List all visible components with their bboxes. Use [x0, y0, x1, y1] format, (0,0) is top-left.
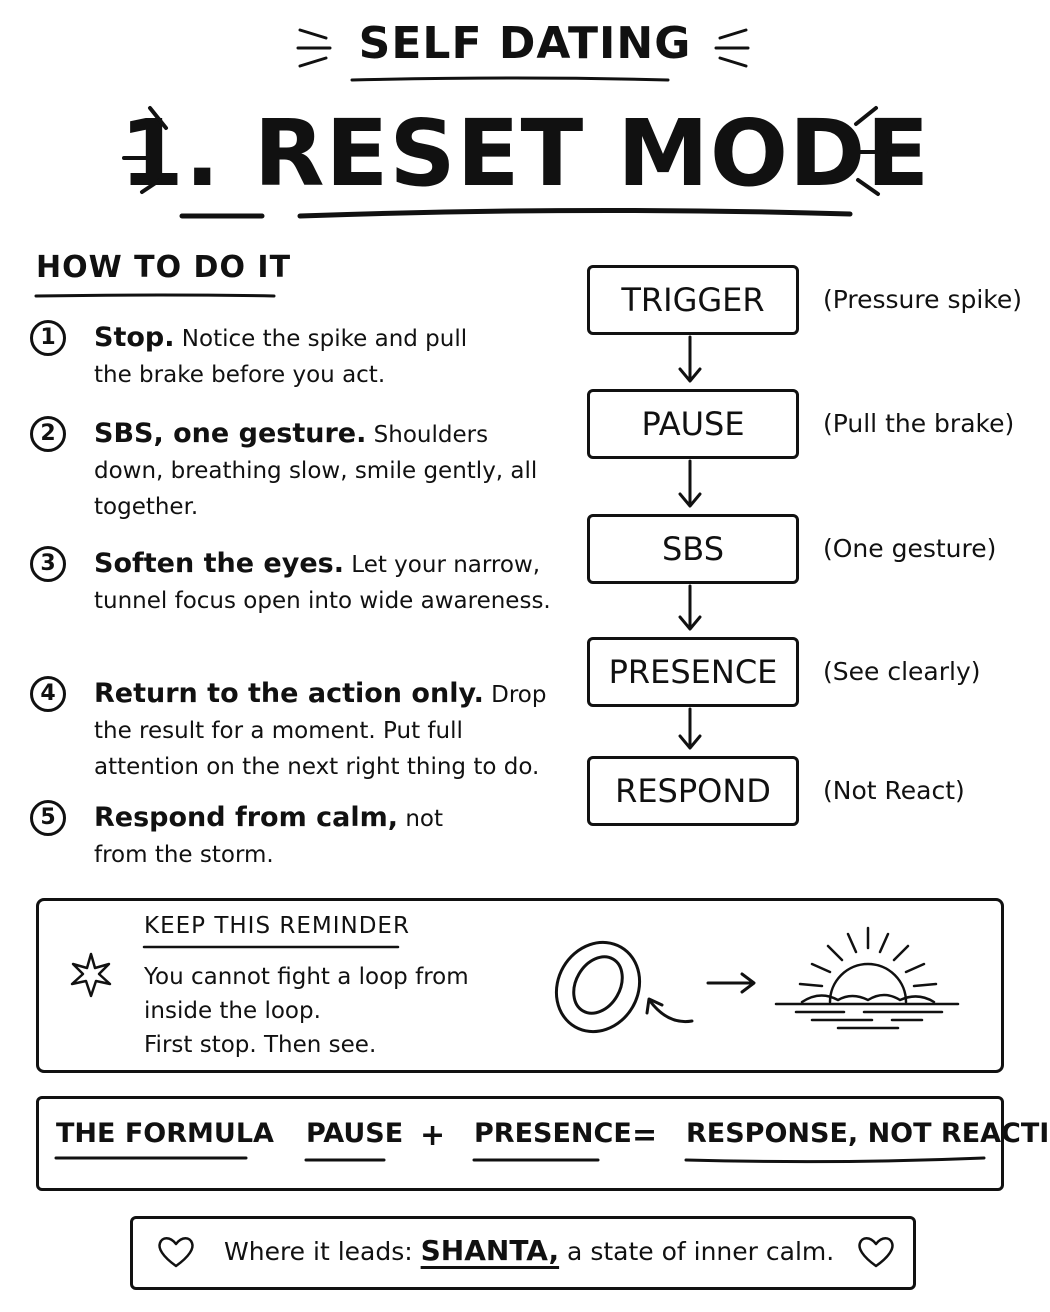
reminder-heading-underline	[142, 945, 400, 949]
step-1: 1 Stop. Notice the spike and pull the br…	[30, 320, 570, 393]
step-number: 2	[30, 416, 66, 452]
subtitle-decoration	[296, 28, 750, 82]
reminder-line: First stop. Then see.	[144, 1032, 377, 1058]
heart-icon	[858, 1237, 894, 1268]
loop-icon	[554, 940, 694, 1034]
step-number: 1	[30, 320, 66, 356]
step-body: Let your narrow, tunnel focus open into …	[94, 552, 551, 614]
step-body: Drop the result for a moment. Put full a…	[94, 682, 547, 780]
flow-note-pause: (Pull the brake)	[823, 409, 1015, 438]
formula-result: RESPONSE, NOT REACTION	[686, 1118, 1050, 1149]
step-body: not from the storm.	[94, 806, 443, 868]
title-decoration	[122, 106, 888, 219]
flow-arrows	[678, 335, 702, 750]
step-body: Shoulders down, breathing slow, smile ge…	[94, 422, 538, 520]
leads-prefix: Where it leads:	[224, 1237, 413, 1266]
heart-icon	[158, 1237, 194, 1268]
step-4: 4 Return to the action only. Drop the re…	[30, 676, 570, 785]
how-to-heading: HOW TO DO IT	[36, 250, 292, 285]
step-5: 5 Respond from calm, not from the storm.	[30, 800, 570, 873]
how-to-underline	[34, 293, 276, 298]
formula-box	[36, 1096, 1004, 1191]
leads-suffix: a state of inner calm.	[567, 1237, 835, 1266]
arrow-right-icon	[706, 972, 756, 994]
step-title: Stop.	[94, 322, 175, 353]
flow-box-pause: PAUSE	[587, 389, 799, 459]
step-2: 2 SBS, one gesture. Shoulders down, brea…	[30, 416, 570, 525]
flow-box-presence: PRESENCE	[587, 637, 799, 707]
formula-label: THE FORMULA	[56, 1118, 274, 1149]
step-title: Respond from calm,	[94, 802, 399, 833]
flow-box-trigger: TRIGGER	[587, 265, 799, 335]
sparkle-icon	[70, 952, 112, 998]
formula-plus: +	[420, 1118, 446, 1153]
leads-highlight: SHANTA,	[420, 1234, 560, 1267]
flow-note-trigger: (Pressure spike)	[823, 285, 1023, 314]
reminder-text: You cannot fight a loop from inside the …	[144, 960, 469, 1062]
step-number: 5	[30, 800, 66, 836]
reminder-line: inside the loop.	[144, 998, 321, 1024]
step-title: Return to the action only.	[94, 678, 484, 709]
step-3: 3 Soften the eyes. Let your narrow, tunn…	[30, 546, 570, 619]
formula-term-presence: PRESENCE	[474, 1118, 632, 1149]
leads-line: Where it leads: SHANTA, a state of inner…	[224, 1234, 834, 1267]
flow-box-respond: RESPOND	[587, 756, 799, 826]
formula-equals: =	[632, 1118, 658, 1153]
leads-box	[130, 1216, 916, 1290]
step-number: 3	[30, 546, 66, 582]
flow-note-respond: (Not React)	[823, 776, 965, 805]
flow-box-sbs: SBS	[587, 514, 799, 584]
step-number: 4	[30, 676, 66, 712]
step-title: Soften the eyes.	[94, 548, 344, 579]
formula-term-pause: PAUSE	[306, 1118, 404, 1149]
sunrise-icon	[774, 926, 960, 1030]
flow-note-presence: (See clearly)	[823, 657, 981, 686]
reminder-heading: KEEP THIS REMINDER	[144, 913, 410, 939]
subtitle: SELF DATING	[358, 18, 692, 69]
page-title: 1. RESET MODE	[119, 100, 931, 207]
reminder-line: You cannot fight a loop from	[144, 964, 469, 990]
step-title: SBS, one gesture.	[94, 418, 367, 449]
reminder-box	[36, 898, 1004, 1073]
flow-note-sbs: (One gesture)	[823, 534, 997, 563]
step-body: Notice the spike and pull the brake befo…	[94, 326, 468, 388]
